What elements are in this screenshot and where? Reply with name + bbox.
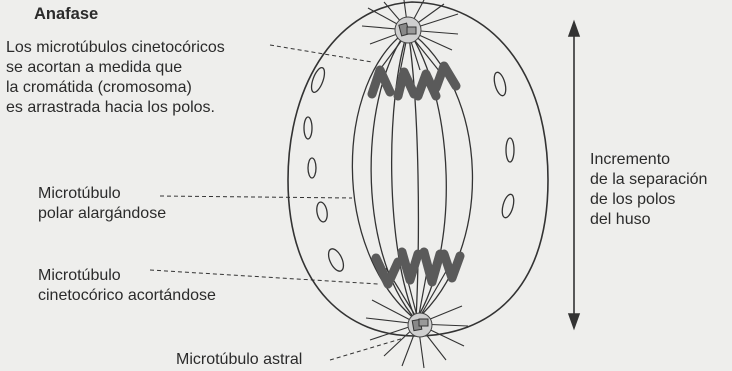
label-line: de los polos bbox=[590, 190, 707, 210]
label-kinetochore-microtubule-shortening: Microtúbulo cinetocórico acortándose bbox=[38, 266, 216, 306]
label-line: de la separación bbox=[590, 170, 707, 190]
centrosome-bottom bbox=[408, 313, 432, 337]
label-line: Los microtúbulos cinetocóricos bbox=[6, 38, 225, 58]
label-astral-microtubule: Microtúbulo astral bbox=[176, 350, 302, 370]
label-line: cinetocórico acortándose bbox=[38, 286, 216, 306]
label-line: se acortan a medida que bbox=[6, 58, 225, 78]
separation-arrow bbox=[569, 22, 579, 328]
label-line: es arrastrada hacia los polos. bbox=[6, 98, 225, 118]
label-line: Microtúbulo bbox=[38, 184, 166, 204]
centrosome-top bbox=[395, 17, 421, 43]
label-line: del huso bbox=[590, 210, 707, 230]
diagram-title: Anafase bbox=[34, 4, 98, 24]
label-line: Incremento bbox=[590, 150, 707, 170]
label-line: la cromátida (cromosoma) bbox=[6, 78, 225, 98]
label-kinetochore-microtubules: Los microtúbulos cinetocóricos se acorta… bbox=[6, 38, 225, 118]
label-pole-separation: Incremento de la separación de los polos… bbox=[590, 150, 707, 230]
vesicles bbox=[304, 66, 516, 273]
label-polar-microtubule: Microtúbulo polar alargándose bbox=[38, 184, 166, 224]
label-line: polar alargándose bbox=[38, 204, 166, 224]
label-line: Microtúbulo bbox=[38, 266, 216, 286]
